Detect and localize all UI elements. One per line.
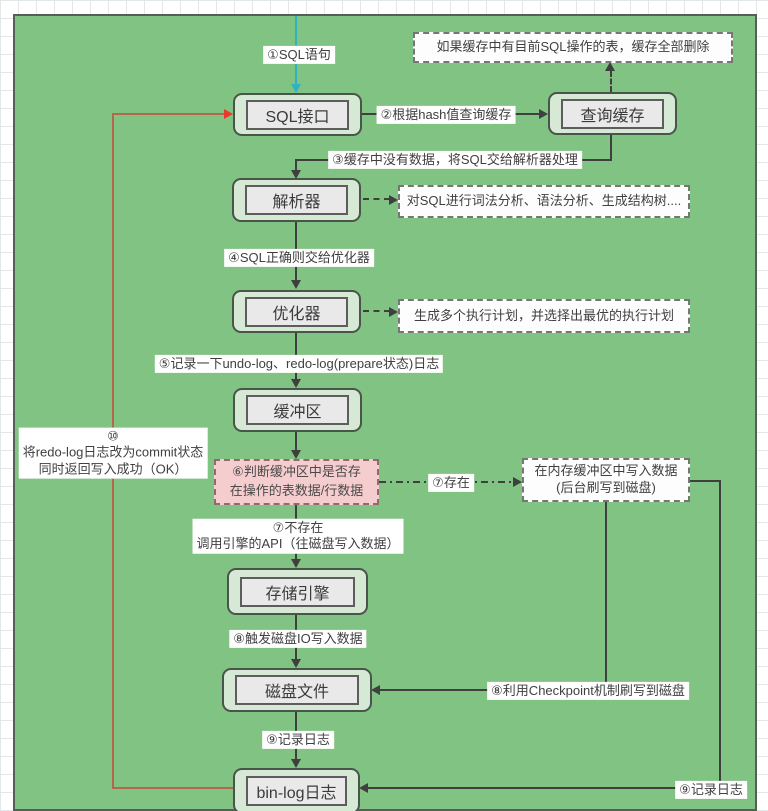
optimizer-arrowhead-icon xyxy=(291,280,301,289)
note-memory-write-line1: 在内存缓冲区中写入数据 xyxy=(534,463,678,479)
node-query-cache: 查询缓存 xyxy=(548,92,677,135)
node-binlog-label: bin-log日志 xyxy=(246,776,347,806)
label-step10-line1: ⑩ xyxy=(107,428,119,444)
connector-return-top xyxy=(112,113,224,115)
connector-memory-to-disk-v xyxy=(605,502,607,690)
label-step7-exist: ⑦存在 xyxy=(428,473,474,493)
connector-memory-right-v xyxy=(719,480,721,789)
label-step7-not-exist-line2: 调用引擎的API（往磁盘写入数据） xyxy=(196,536,400,551)
label-step10-line3: 同时返回写入成功（OK） xyxy=(38,461,188,477)
node-sql-interface-label: SQL接口 xyxy=(246,99,349,130)
note-parse: 对SQL进行词法分析、语法分析、生成结构树.... xyxy=(398,185,690,218)
parser-note-arrowhead-icon xyxy=(389,195,398,205)
connector-memory-right-h1 xyxy=(690,480,721,482)
node-disk-file-label: 磁盘文件 xyxy=(235,675,359,705)
buffer-arrowhead-icon xyxy=(291,379,301,388)
note-optimize-text: 生成多个执行计划，并选择出最优的执行计划 xyxy=(413,307,674,323)
disk-arrowhead-icon xyxy=(291,659,301,668)
memory-arrowhead-icon xyxy=(513,477,522,487)
note-parse-text: 对SQL进行词法分析、语法分析、生成结构树.... xyxy=(406,193,682,209)
node-buffer-label: 缓冲区 xyxy=(246,395,349,425)
decision-buffer-check: ⑥判断缓冲区中是否存 在操作的表数据/行数据 xyxy=(214,459,379,505)
node-storage-engine-label: 存储引擎 xyxy=(240,576,355,607)
label-step10: ⑩ 将redo-log日志改为commit状态 同时返回写入成功（OK） xyxy=(18,427,208,479)
node-disk-file: 磁盘文件 xyxy=(222,668,372,712)
note-memory-write: 在内存缓冲区中写入数据 (后台刷写到磁盘) xyxy=(522,458,690,502)
label-step8-checkpoint: ⑧利用Checkpoint机制刷写到磁盘 xyxy=(487,681,689,701)
checkpoint-arrowhead-icon xyxy=(371,685,380,695)
decision-line1: ⑥判断缓冲区中是否存 xyxy=(232,464,361,480)
label-step9: ⑨记录日志 xyxy=(262,730,334,750)
engine-arrowhead-icon xyxy=(291,559,301,568)
connector-memory-to-binlog-h xyxy=(368,787,721,789)
node-optimizer-label: 优化器 xyxy=(245,296,348,327)
binlog-right-arrowhead-icon xyxy=(359,783,368,793)
return-arrowhead-icon xyxy=(224,109,233,119)
note-cache-delete-text: 如果缓存中有目前SQL操作的表，缓存全部删除 xyxy=(436,39,710,55)
binlog-arrowhead-icon xyxy=(291,759,301,768)
connector-cache-to-note xyxy=(610,71,612,92)
diagram-background xyxy=(13,14,757,811)
connector-buffer-to-decision xyxy=(295,432,297,451)
label-step7-not-exist: ⑦不存在 调用引擎的API（往磁盘写入数据） xyxy=(192,518,404,554)
node-parser: 解析器 xyxy=(232,178,361,222)
sql-input-arrowhead-icon xyxy=(291,84,301,93)
parser-arrowhead-icon xyxy=(291,170,301,179)
node-parser-label: 解析器 xyxy=(245,185,348,215)
node-storage-engine: 存储引擎 xyxy=(227,568,368,615)
node-query-cache-label: 查询缓存 xyxy=(561,98,664,129)
node-buffer: 缓冲区 xyxy=(233,388,362,432)
connector-parser-note xyxy=(363,198,390,200)
connector-return-bottom xyxy=(112,787,233,789)
node-sql-interface: SQL接口 xyxy=(233,93,362,136)
node-binlog: bin-log日志 xyxy=(233,768,360,811)
connector-cache-to-parser-v xyxy=(295,159,297,172)
connector-optimizer-note xyxy=(363,310,390,312)
label-step3: ③缓存中没有数据，将SQL交给解析器处理 xyxy=(328,150,582,170)
label-step7-not-exist-line1: ⑦不存在 xyxy=(272,519,324,535)
label-step9-right: ⑨记录日志 xyxy=(675,780,747,800)
note-memory-write-line2: (后台刷写到磁盘) xyxy=(556,480,656,495)
label-step4: ④SQL正确则交给优化器 xyxy=(224,248,374,268)
decision-arrowhead-icon xyxy=(291,450,301,459)
label-step1: ①SQL语句 xyxy=(263,45,335,65)
cache-note-arrowhead-icon xyxy=(605,62,615,71)
note-cache-delete: 如果缓存中有目前SQL操作的表，缓存全部删除 xyxy=(413,32,733,63)
connector-cache-down xyxy=(610,135,612,161)
note-optimize: 生成多个执行计划，并选择出最优的执行计划 xyxy=(398,299,690,333)
decision-line2: 在操作的表数据/行数据 xyxy=(229,483,364,498)
label-step10-line2: 将redo-log日志改为commit状态 xyxy=(22,444,204,460)
node-optimizer: 优化器 xyxy=(232,290,361,333)
optimizer-note-arrowhead-icon xyxy=(389,307,398,317)
label-step2: ②根据hash值查询缓存 xyxy=(376,105,516,125)
label-step5: ⑤记录一下undo-log、redo-log(prepare状态)日志 xyxy=(154,354,444,374)
cache-arrowhead-icon xyxy=(539,109,548,119)
label-step8-io: ⑧触发磁盘IO写入数据 xyxy=(229,629,367,649)
